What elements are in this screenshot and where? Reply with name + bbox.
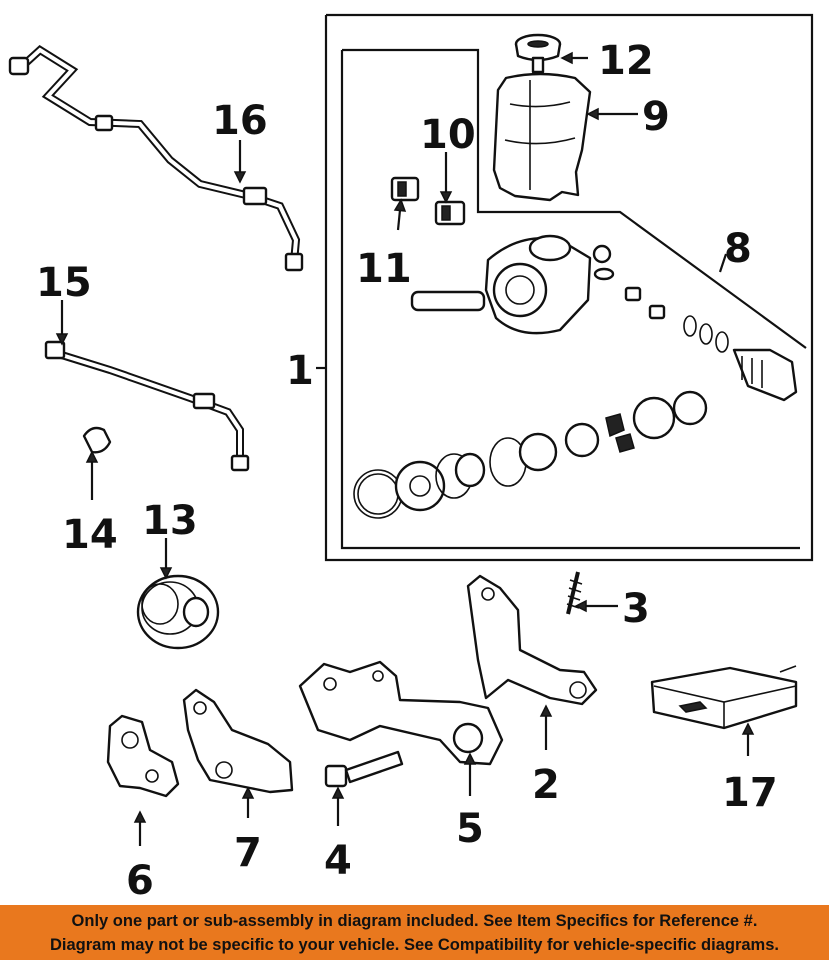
callout-2: 2 xyxy=(532,762,560,808)
fitting-10-part xyxy=(434,200,466,226)
bracket-2-part xyxy=(466,574,598,706)
disclaimer-line-1: Only one part or sub-assembly in diagram… xyxy=(71,911,758,930)
reservoir-cap-part xyxy=(514,33,562,74)
callout-9: 9 xyxy=(642,94,670,140)
disclaimer-line-2: Diagram may not be specific to your vehi… xyxy=(50,935,779,954)
leader-lines xyxy=(55,51,755,846)
disclaimer-banner: Only one part or sub-assembly in diagram… xyxy=(0,905,829,960)
bracket-5-part xyxy=(298,660,504,766)
bolt-part xyxy=(324,750,404,788)
pump-internals-part xyxy=(353,390,708,519)
callout-17: 17 xyxy=(722,770,778,816)
callout-13: 13 xyxy=(142,498,198,544)
fitting-11-part xyxy=(390,176,420,202)
bracket-6-part xyxy=(106,714,180,798)
callout-15: 15 xyxy=(36,260,92,306)
callout-3: 3 xyxy=(622,586,650,632)
parts-diagram: 1 2 3 4 5 6 7 8 9 10 11 12 13 14 15 16 1… xyxy=(8,13,814,904)
module-box-part xyxy=(650,665,798,730)
callout-4: 4 xyxy=(324,838,352,884)
callout-14: 14 xyxy=(62,512,118,558)
assembly-frame-outer xyxy=(324,13,814,562)
callout-5: 5 xyxy=(456,806,484,852)
stud-part xyxy=(566,571,583,615)
assembly-frame-inner xyxy=(340,48,807,550)
pump-body-part xyxy=(410,234,798,402)
callout-10: 10 xyxy=(420,112,476,158)
clamp-part xyxy=(82,426,112,454)
callout-6: 6 xyxy=(126,858,154,904)
callout-11: 11 xyxy=(356,246,412,292)
pulley-part xyxy=(136,574,220,650)
callout-8: 8 xyxy=(724,226,752,272)
callout-16: 16 xyxy=(212,98,268,144)
callout-7: 7 xyxy=(234,830,262,876)
bracket-7-part xyxy=(182,688,294,794)
reservoir-part xyxy=(492,72,592,202)
pressure-hose-16-part xyxy=(8,45,304,272)
return-hose-15-part xyxy=(44,340,250,472)
callout-12: 12 xyxy=(598,38,654,84)
callout-1: 1 xyxy=(286,348,314,394)
